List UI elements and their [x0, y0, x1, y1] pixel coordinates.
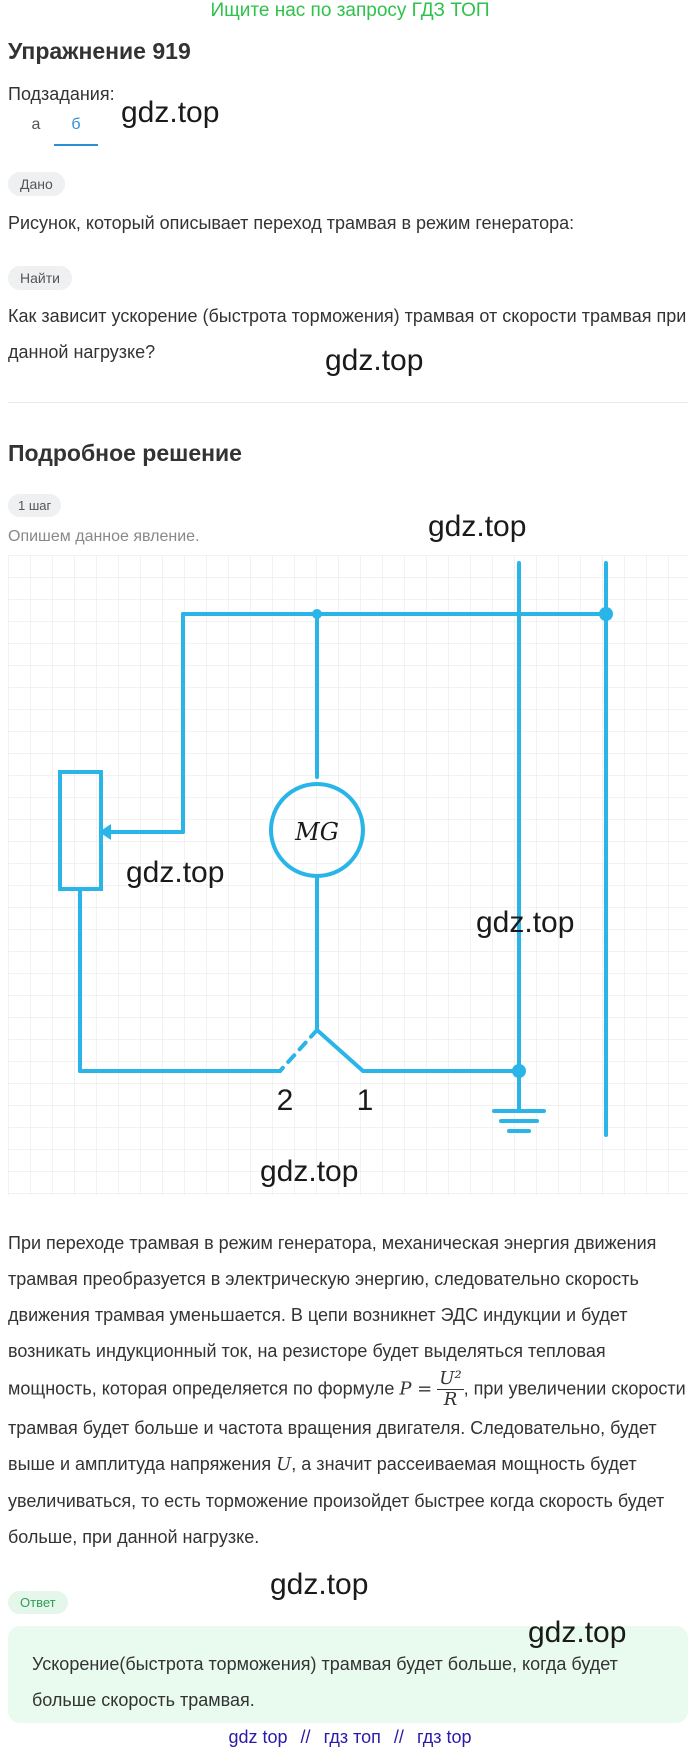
solution-heading: Подробное решение — [8, 440, 242, 466]
footer-separator: // — [300, 1727, 311, 1747]
watermark: gdz.top — [270, 1568, 369, 1601]
footer-separator: // — [393, 1727, 404, 1747]
solution-text-2: , при увеличении скорости трамвая будет … — [8, 1378, 686, 1474]
solution-paragraph: При переходе трамвая в режим генератора,… — [8, 1225, 690, 1555]
tab-b[interactable]: б — [54, 116, 98, 146]
solution-text-1: При переходе трамвая в режим генератора,… — [8, 1233, 657, 1399]
watermark: gdz.top — [476, 906, 575, 939]
given-text: Рисунок, который описывает переход трамв… — [8, 213, 575, 233]
contact-2-label: 2 — [277, 1084, 294, 1117]
footer-links: gdz top // гдз топ // гдз top — [0, 1727, 700, 1748]
junction-dot — [599, 607, 613, 621]
watermark: gdz.top — [325, 344, 424, 377]
answer-badge: Ответ — [8, 1591, 68, 1614]
watermark: gdz.top — [126, 856, 225, 889]
search-banner: Ищите нас по запросу ГДЗ ТОП — [210, 0, 490, 21]
circuit-diagram: MG 2 1 — [8, 555, 688, 1195]
watermark: gdz.top — [121, 96, 220, 129]
step-intro: Опишем данное явление. — [8, 528, 200, 545]
formula-numerator: U² — [437, 1368, 464, 1390]
watermark: gdz.top — [528, 1616, 627, 1649]
divider — [8, 402, 688, 403]
switch-contact-1 — [315, 1028, 365, 1073]
wiper-arrow-icon — [99, 824, 111, 840]
var-u: U — [276, 1454, 292, 1475]
contact-1-label: 1 — [357, 1084, 374, 1117]
find-badge: Найти — [8, 266, 72, 290]
formula-denominator: R — [443, 1389, 458, 1410]
switch-contact-2-open — [278, 1028, 319, 1073]
mg-label: MG — [294, 818, 339, 846]
find-text: Как зависит ускорение (быстрота торможен… — [8, 306, 687, 362]
given-badge: Дано — [8, 172, 65, 196]
watermark: gdz.top — [428, 510, 527, 543]
grid-background — [8, 555, 688, 1195]
footer-link-gdz-top-mixed[interactable]: гдз top — [416, 1727, 472, 1747]
step-badge: 1 шаг — [8, 494, 62, 517]
answer-box: Ускорение(быстрота торможения) трамвая б… — [8, 1626, 688, 1723]
solution-text-3: , а значит рассеиваемая мощность будет у… — [8, 1454, 665, 1547]
formula-lhs: P = — [399, 1378, 433, 1400]
exercise-title: Упражнение 919 — [8, 38, 191, 64]
footer-link-gdz-top[interactable]: gdz top — [228, 1727, 288, 1747]
junction-dot — [312, 609, 322, 619]
footer-link-gdz-top-ru[interactable]: гдз топ — [323, 1727, 381, 1747]
subtasks-label: Подзадания: — [8, 84, 115, 104]
watermark: gdz.top — [260, 1155, 359, 1188]
tab-a[interactable]: а — [31, 116, 41, 133]
answer-text: Ускорение(быстрота торможения) трамвая б… — [32, 1654, 618, 1710]
junction-dot — [512, 1064, 526, 1078]
